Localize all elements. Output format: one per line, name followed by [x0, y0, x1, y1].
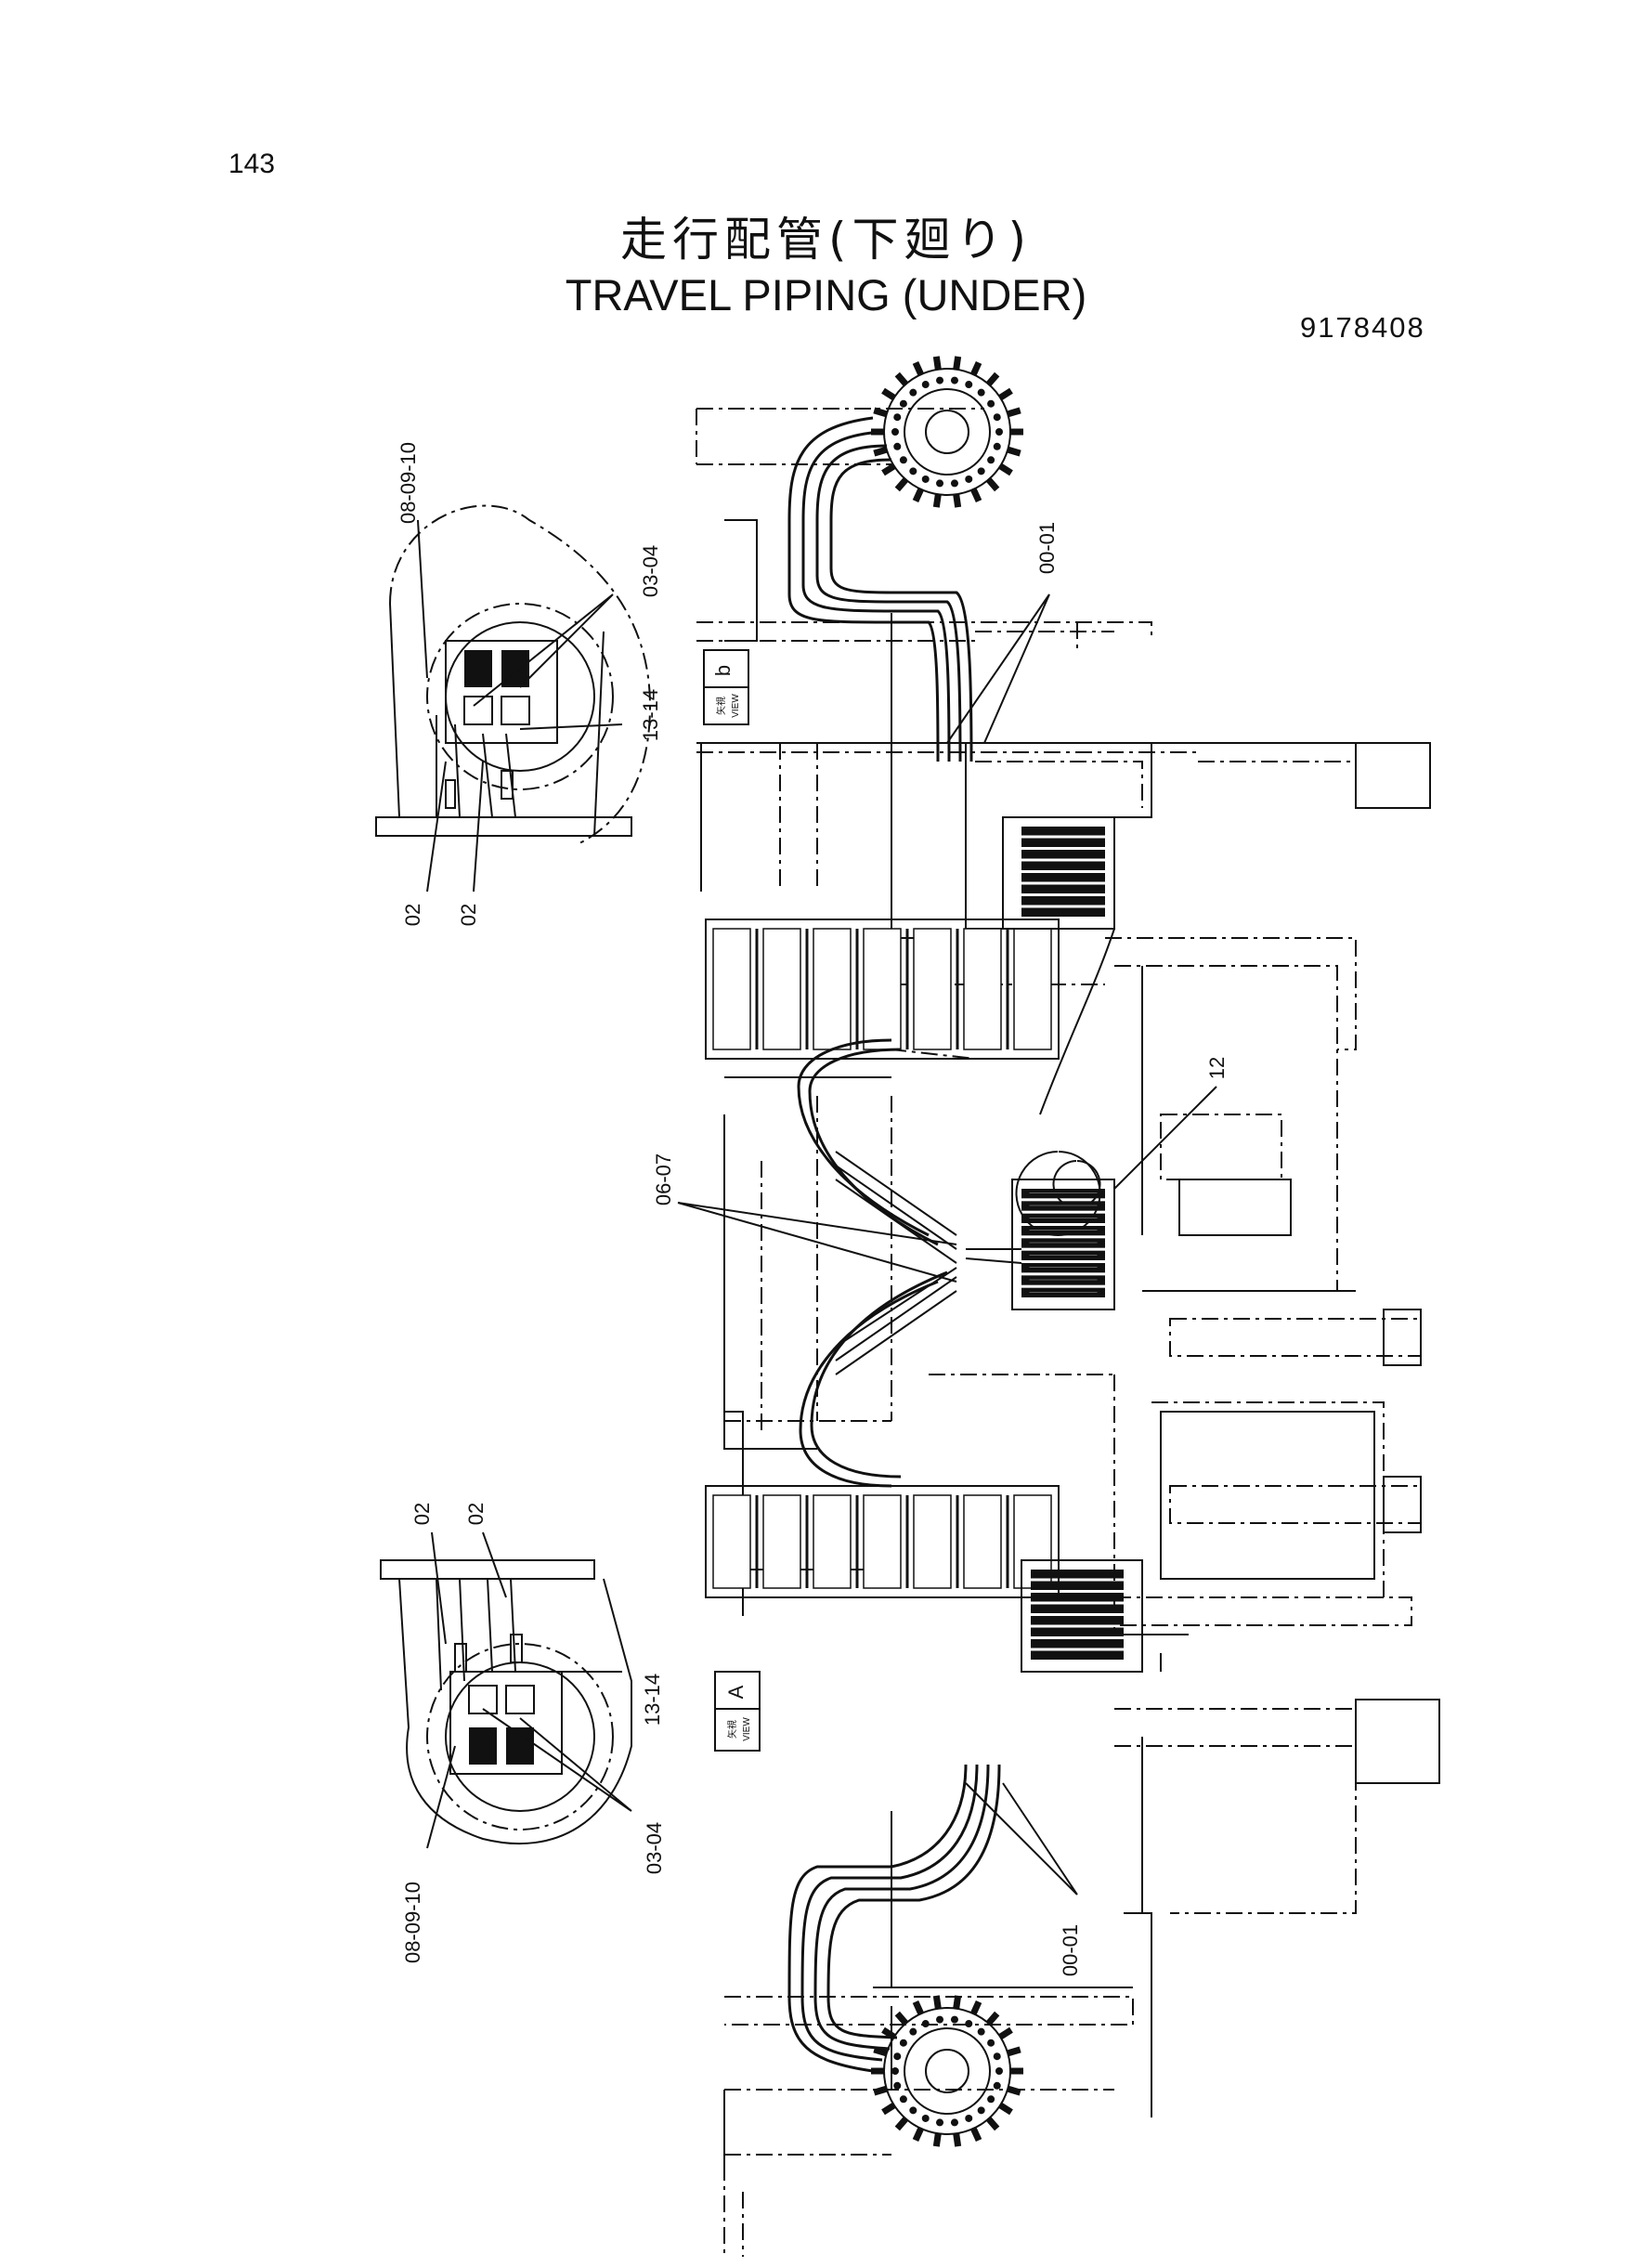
top-sprocket — [871, 356, 1023, 508]
callout-bottom-02-left: 02 — [410, 1503, 434, 1525]
view-b-label: b 矢視 VIEW — [703, 649, 749, 725]
lower-control-valve — [1021, 1559, 1143, 1673]
callout-top-02-left: 02 — [401, 904, 424, 926]
callout-main-top-00-01: 00-01 — [1035, 522, 1059, 574]
svg-text:b: b — [711, 665, 735, 676]
part-number: 9178408 — [1300, 311, 1425, 344]
bottom-detail-callouts: 02 02 13-14 03-04 08-09-10 — [401, 1503, 666, 1963]
callout-main-bottom-00-01: 00-01 — [1059, 1924, 1082, 1976]
title-japanese: 走行配管(下廻り) — [619, 213, 1032, 267]
bottom-detail-view — [380, 1531, 632, 1849]
upper-track-pads — [705, 919, 1060, 1060]
upper-control-valve — [1002, 816, 1115, 930]
view-a-label: A 矢視 VIEW — [714, 1671, 761, 1752]
callout-top-03-04: 03-04 — [639, 545, 662, 597]
lower-track-pads — [705, 1485, 1060, 1598]
callout-main-12: 12 — [1205, 1057, 1229, 1079]
callout-top-08-09-10: 08-09-10 — [397, 442, 420, 524]
main-callouts: 00-01 06-07 12 00-01 — [652, 522, 1229, 1976]
page-number: 143 — [228, 149, 276, 179]
callout-main-06-07: 06-07 — [652, 1153, 675, 1205]
callout-top-02-right: 02 — [457, 904, 480, 926]
svg-text:VIEW: VIEW — [742, 1717, 752, 1741]
callout-bottom-08-09-10: 08-09-10 — [401, 1882, 424, 1963]
callout-bottom-13-14: 13-14 — [641, 1674, 664, 1726]
svg-text:矢視: 矢視 — [726, 1720, 738, 1739]
callout-bottom-02-right: 02 — [464, 1503, 488, 1525]
callout-bottom-03-04: 03-04 — [643, 1822, 666, 1874]
svg-text:VIEW: VIEW — [731, 694, 741, 718]
center-control-valve — [1011, 1179, 1115, 1310]
main-frame — [696, 408, 1440, 2257]
bottom-sprocket — [871, 1995, 1023, 2147]
top-detail-callouts: 08-09-10 03-04 13-14 02 02 — [397, 442, 662, 926]
top-detail-view — [375, 504, 652, 892]
title-english: TRAVEL PIPING (UNDER) — [565, 270, 1087, 319]
callout-top-13-14: 13-14 — [639, 689, 662, 741]
svg-text:A: A — [724, 1685, 748, 1699]
svg-text:矢視: 矢視 — [715, 697, 727, 715]
